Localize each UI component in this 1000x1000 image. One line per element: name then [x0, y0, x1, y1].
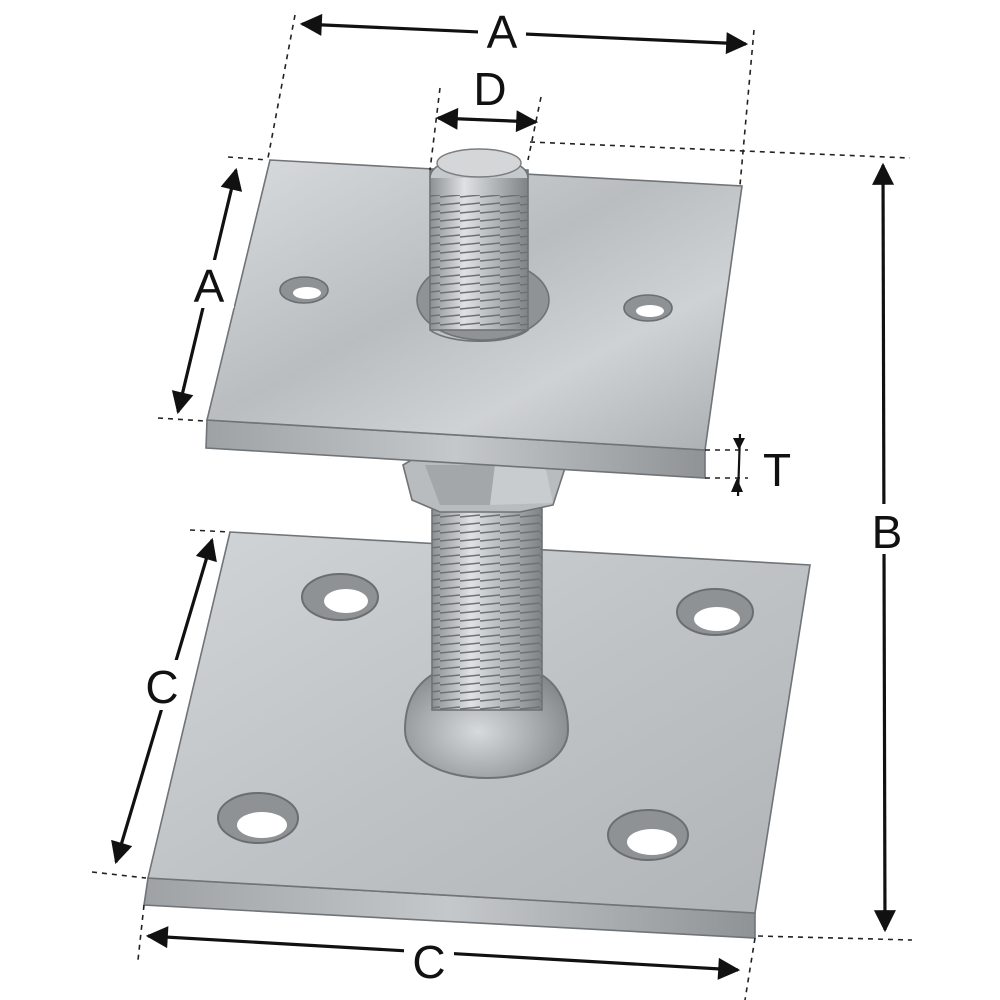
- top-plate-holes: [279, 276, 673, 322]
- label-top-depth: A: [194, 260, 225, 312]
- label-top-width: A: [487, 6, 518, 58]
- base-plate-holes: [217, 573, 754, 861]
- label-plate-thickness: T: [763, 444, 791, 496]
- label-base-depth: C: [145, 661, 178, 713]
- upper-threaded-rod: [429, 148, 529, 342]
- dim-line-shaft-diameter: [435, 107, 539, 133]
- label-shaft-diameter: D: [473, 63, 506, 115]
- lower-threaded-rod: [431, 489, 543, 711]
- dimension-labels: A D A T B C C: [138, 6, 908, 988]
- label-base-width: C: [412, 936, 445, 988]
- base-plate: [143, 531, 811, 939]
- label-total-height: B: [872, 506, 903, 558]
